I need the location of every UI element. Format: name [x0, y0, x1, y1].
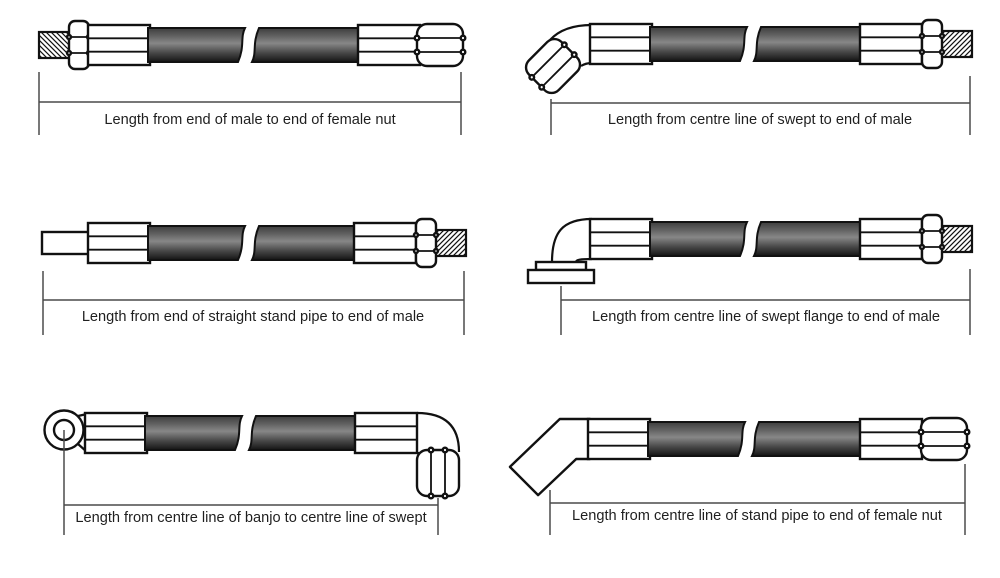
swept-fitting — [415, 411, 461, 500]
ferrule — [83, 411, 149, 455]
dimension-line — [550, 76, 971, 135]
swept-nut-icon — [519, 32, 587, 100]
straight-stand-pipe-icon — [40, 230, 92, 256]
male-thread-icon — [412, 217, 468, 269]
diagram-label: Length from centre line of stand pipe to… — [572, 508, 942, 524]
hose — [647, 421, 861, 457]
male-thread-icon — [918, 213, 974, 265]
diagram-swept-flange-to-male: Length from centre line of swept flange … — [526, 213, 974, 335]
male-thread-icon — [918, 18, 974, 70]
ferrule — [356, 23, 422, 67]
ferrule — [858, 217, 924, 261]
ferrule — [588, 217, 654, 261]
diagram-stand-pipe-to-female-nut: Length from centre line of stand pipe to… — [508, 416, 971, 535]
flange-plate-icon — [526, 268, 596, 285]
swept-nut-icon — [415, 446, 461, 500]
flange-neck — [534, 260, 588, 272]
diagram-label: Length from centre line of swept to end … — [608, 112, 912, 128]
ferrule — [588, 22, 654, 66]
hose — [144, 415, 358, 451]
hose — [147, 225, 361, 261]
ferrule — [858, 22, 924, 66]
angled-stand-pipe-icon — [508, 417, 592, 497]
hose — [147, 27, 361, 63]
diagram-label: Length from centre line of banjo to cent… — [75, 510, 426, 526]
banjo-fitting — [43, 409, 88, 453]
hose — [649, 221, 863, 257]
swept-flange-fitting — [526, 217, 596, 285]
ferrule — [352, 221, 418, 265]
ferrule — [86, 221, 152, 265]
ferrule — [858, 417, 924, 461]
dimension-line — [560, 269, 971, 335]
swept-fitting — [519, 23, 593, 100]
male-thread-icon — [37, 19, 93, 71]
ferrule — [586, 417, 652, 461]
diagram-straight-stand-pipe-to-male: Length from end of straight stand pipe t… — [40, 217, 468, 335]
diagram-male-to-female-nut: Length from end of male to end of female… — [37, 19, 467, 135]
hose — [649, 26, 863, 62]
diagram-label: Length from centre line of swept flange … — [592, 309, 940, 325]
dimension-line — [38, 72, 462, 135]
dimension-line — [63, 430, 439, 535]
diagram-banjo-to-swept: Length from centre line of banjo to cent… — [43, 409, 461, 535]
diagram-label: Length from end of male to end of female… — [104, 112, 395, 128]
female-nut-icon — [917, 416, 971, 462]
dimension-line — [42, 271, 465, 335]
male-fitting — [37, 19, 93, 71]
female-nut-icon — [413, 22, 467, 68]
dimension-line — [549, 464, 966, 535]
diagram-swept-to-male: Length from centre line of swept to end … — [519, 18, 974, 135]
ferrule — [86, 23, 152, 67]
diagram-label: Length from end of straight stand pipe t… — [82, 309, 424, 325]
ferrule — [353, 411, 419, 455]
